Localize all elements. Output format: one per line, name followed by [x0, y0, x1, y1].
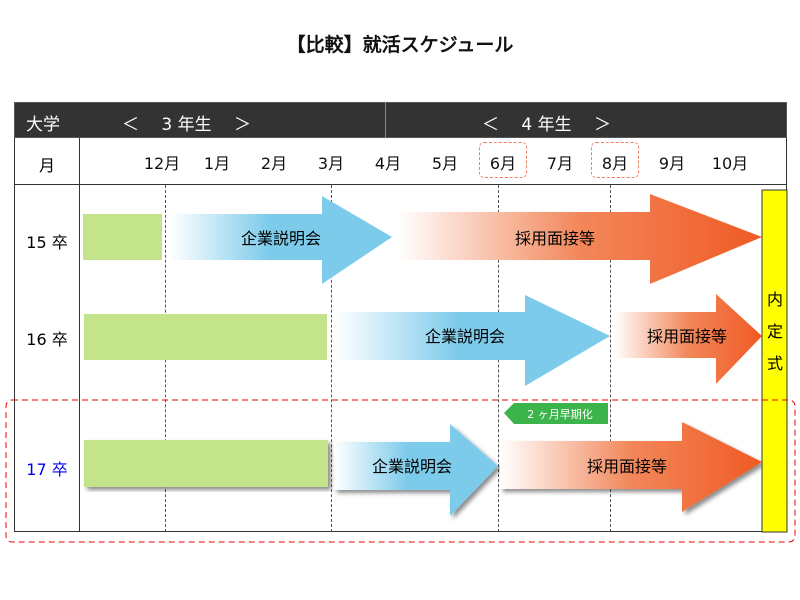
seminar-label-16: 企業説明会	[425, 327, 505, 346]
year-header-row	[14, 102, 787, 138]
highlight-8月	[591, 142, 639, 178]
offer-char: 内	[767, 290, 783, 309]
month-1月: 1月	[203, 154, 231, 173]
interview-arrow-17	[500, 422, 762, 512]
row-label-17: 17 卒	[26, 460, 68, 479]
header-divider	[385, 102, 386, 138]
interview-arrow-16	[614, 294, 762, 384]
month-10月: 10月	[711, 154, 749, 173]
gridline	[331, 185, 332, 532]
month-8月: 8月	[601, 154, 629, 173]
month-6月: 6月	[489, 154, 517, 173]
label-column-divider	[79, 138, 80, 532]
month-7月: 7月	[546, 154, 574, 173]
page-title: 【比較】就活スケジュール	[286, 34, 514, 56]
seminar-arrow-15	[170, 196, 392, 284]
offer-ceremony-label: 内定式	[767, 290, 783, 373]
seminar-label-15: 企業説明会	[241, 229, 321, 248]
university-label: 大学	[26, 115, 60, 135]
gridline	[610, 185, 611, 532]
month-3月: 3月	[317, 154, 345, 173]
month-4月: 4月	[374, 154, 402, 173]
row-label-16: 16 卒	[26, 330, 68, 349]
green-bar-15	[83, 214, 162, 260]
month-5月: 5月	[431, 154, 459, 173]
row-label-15: 15 卒	[26, 233, 68, 252]
year4-label: ＜ 4 年生 ＞	[482, 115, 612, 135]
month-2月: 2月	[260, 154, 288, 173]
month-9月: 9月	[658, 154, 686, 173]
early-tag-label: 2 ヶ月早期化	[527, 407, 593, 421]
early-tag	[504, 403, 608, 424]
interview-arrow-15	[398, 194, 762, 284]
offer-char: 定	[767, 322, 783, 341]
month-row-label: 月	[38, 156, 55, 175]
seminar-arrow-16	[335, 295, 610, 386]
offer-char: 式	[767, 354, 783, 373]
year3-label: ＜ 3 年生 ＞	[122, 115, 252, 135]
interview-label-17: 採用面接等	[587, 457, 667, 476]
green-bar-16	[84, 314, 327, 360]
offer-ceremony-bar	[761, 189, 788, 533]
month-12月: 12月	[143, 154, 181, 173]
interview-label-16: 採用面接等	[647, 327, 727, 346]
seminar-label-17: 企業説明会	[372, 457, 452, 476]
seminar-arrow-17	[334, 424, 498, 516]
interview-label-15: 採用面接等	[515, 229, 595, 248]
highlight-6月	[479, 142, 527, 178]
highlight-17-frame	[5, 399, 796, 543]
month-divider	[14, 184, 787, 185]
green-bar-17	[84, 440, 328, 487]
